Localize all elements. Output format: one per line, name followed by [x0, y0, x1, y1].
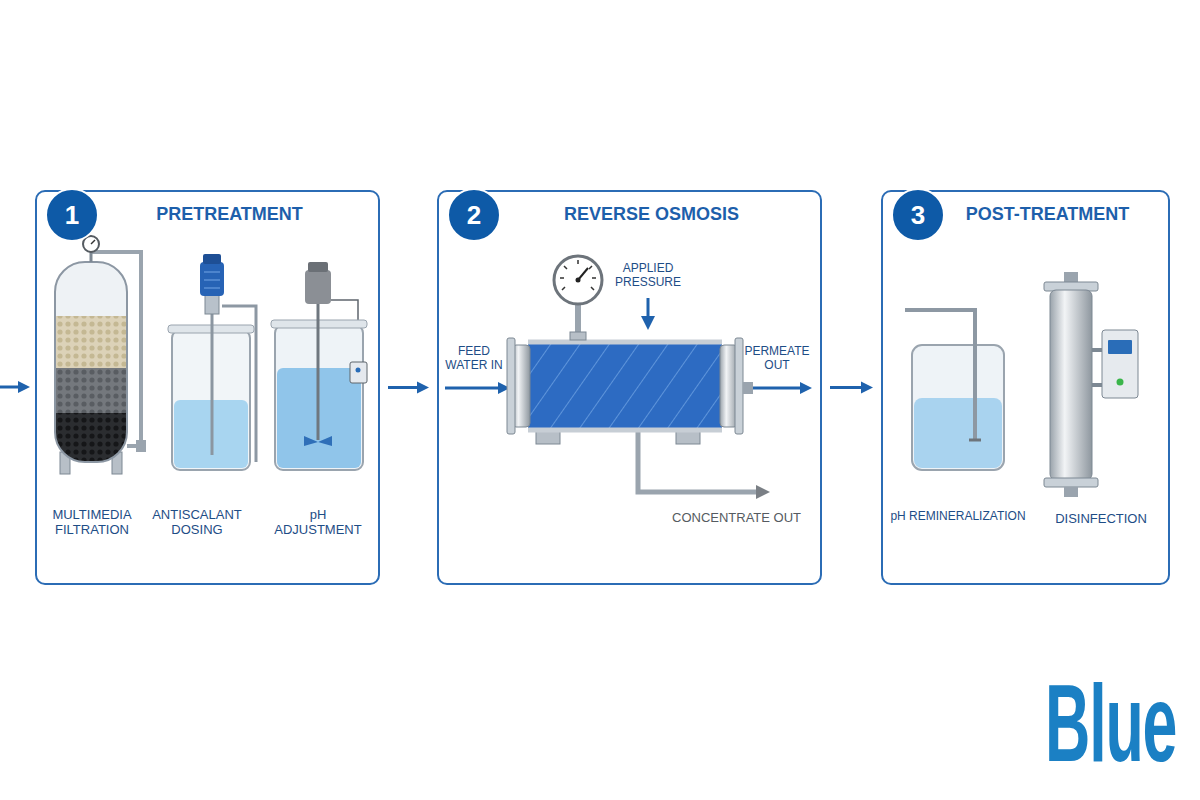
feed-arrow	[445, 387, 500, 390]
equipment-label: MULTIMEDIA FILTRATION	[42, 508, 142, 538]
mixer-shaft	[317, 304, 320, 440]
ro-vessel	[445, 256, 812, 499]
arrow-line	[0, 386, 20, 389]
tie-rod	[528, 340, 722, 345]
filter-nozzle	[136, 440, 146, 452]
filter-media	[55, 316, 127, 462]
filter-outline	[55, 262, 127, 462]
inlet-pipe	[905, 310, 975, 440]
gravel-layer	[55, 368, 127, 413]
step-number-text: 3	[893, 190, 943, 240]
membrane	[528, 340, 722, 432]
concentrate-arrow-head	[756, 485, 770, 499]
equipment-label: ANTISCALANT DOSING	[147, 508, 247, 538]
equipment-label: pH ADJUSTMENT	[268, 508, 368, 538]
flange	[735, 338, 743, 434]
pressure-gauge	[554, 256, 602, 304]
step-number: 2	[447, 188, 501, 242]
ph-controller	[350, 362, 367, 383]
equipment-label: FEED WATER IN	[439, 345, 509, 373]
box-bracket	[1092, 348, 1102, 352]
arrow-head	[417, 382, 429, 394]
remineralization-tank	[905, 310, 1004, 470]
tank-body	[912, 345, 1004, 470]
motor-cap	[203, 254, 221, 264]
unit-flange	[1044, 478, 1098, 487]
arrow-head	[861, 382, 873, 394]
sand-layer	[55, 316, 127, 368]
pressure-arrow	[647, 298, 650, 318]
sand-texture	[55, 316, 127, 368]
gauge-port	[570, 332, 586, 340]
arrow-line	[830, 386, 863, 389]
flow-arrow	[388, 382, 429, 394]
gauge-needle	[91, 240, 95, 244]
tank-water	[914, 398, 1002, 468]
controller-light	[356, 368, 361, 373]
step-number-text: 1	[47, 190, 97, 240]
gravel-texture	[55, 368, 127, 413]
inflow-arrow	[0, 381, 30, 393]
permeate-arrow	[753, 387, 802, 390]
motor-cap	[308, 262, 328, 272]
pipe-outlet	[969, 439, 981, 442]
arrow-line	[388, 386, 419, 389]
permeate-arrow-head	[800, 382, 812, 394]
control-box	[1102, 330, 1138, 398]
membrane-wrap	[528, 340, 722, 432]
equipment-label: pH REMINERALIZATION	[888, 510, 1028, 524]
flange	[507, 338, 515, 434]
box-bracket	[1092, 383, 1102, 387]
arrow-head	[18, 381, 30, 393]
uv-chamber	[1050, 290, 1092, 480]
multimedia-filter	[55, 236, 146, 474]
gauge-ticks	[560, 260, 596, 290]
flow-label: CONCENTRATE OUT	[672, 511, 801, 526]
gauge-hub	[576, 278, 581, 283]
unit-pipe	[1064, 487, 1078, 497]
tie-rod	[528, 428, 722, 433]
equipment-label: PERMEATE OUT	[739, 345, 815, 373]
ph-tank	[271, 262, 367, 470]
flow-arrow	[830, 382, 873, 394]
equipment-label: APPLIED PRESSURE	[598, 262, 698, 290]
brand-logo: Blue	[1045, 668, 1176, 778]
antiscalant-tank	[168, 254, 256, 470]
step-number-text: 2	[449, 190, 499, 240]
permeate-nozzle	[743, 382, 753, 394]
mixer-motor	[305, 270, 331, 304]
stage-panel: REVERSE OSMOSIS2	[437, 190, 822, 585]
stage-title: REVERSE OSMOSIS	[491, 204, 812, 225]
motor-fin	[204, 271, 220, 273]
equipment-label: DISINFECTION	[1041, 512, 1161, 527]
stage-title: POST-TREATMENT	[935, 204, 1160, 225]
stage-title: PRETREATMENT	[89, 204, 370, 225]
pressure-arrow-head	[641, 316, 655, 330]
motor-fin	[204, 287, 220, 289]
mixer-shaft	[211, 294, 214, 455]
step-number: 1	[45, 188, 99, 242]
control-screen	[1108, 340, 1132, 354]
step-number: 3	[891, 188, 945, 242]
gauge-stem	[90, 252, 93, 262]
dosing-motor	[200, 262, 224, 296]
filter-vessel	[55, 262, 127, 462]
motor-mount	[205, 294, 219, 314]
motor-fin	[204, 279, 220, 281]
status-light	[1117, 379, 1124, 386]
impeller	[304, 436, 332, 446]
uv-disinfection-unit	[1044, 272, 1138, 497]
